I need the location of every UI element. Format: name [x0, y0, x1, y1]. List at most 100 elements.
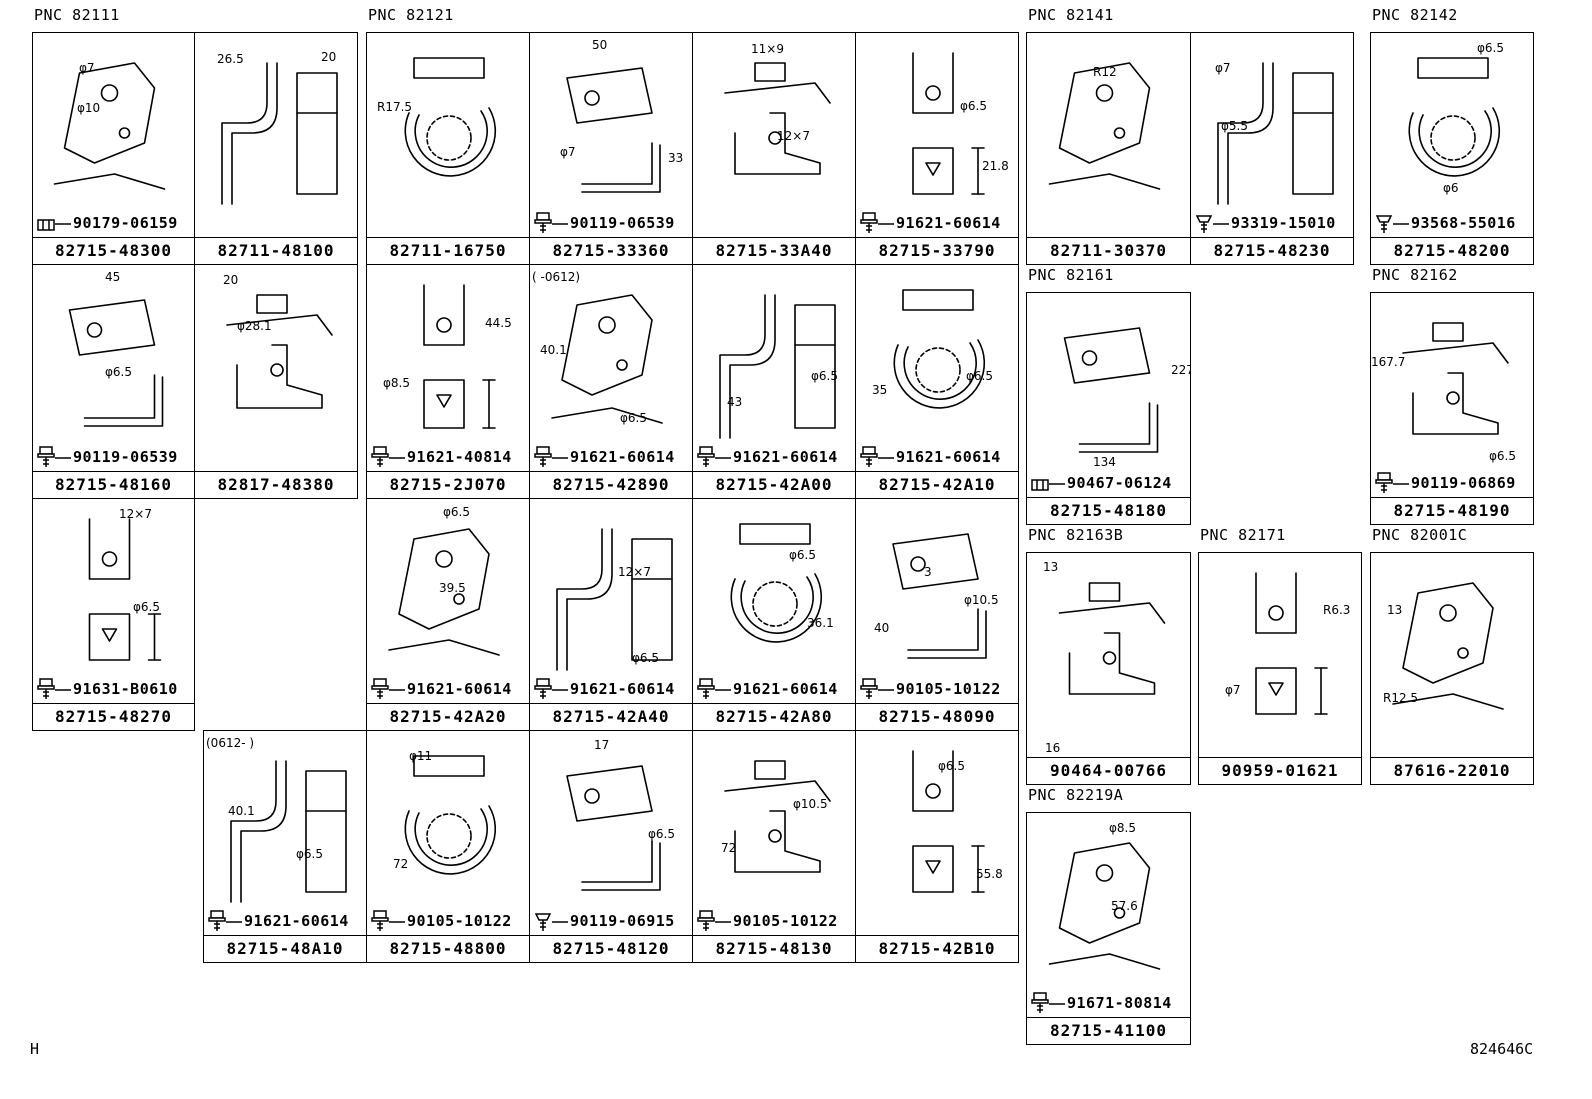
fastener-callout[interactable]: 90105-10122	[697, 910, 838, 932]
fastener-callout[interactable]: 90119-06915	[534, 910, 675, 932]
fastener-callout[interactable]: 91621-40814	[371, 446, 512, 468]
part-number[interactable]: 82715-42A20	[367, 703, 529, 730]
pnc-label-g82111: PNC 82111	[34, 6, 120, 24]
fastener-callout[interactable]: 91621-60614	[371, 678, 512, 700]
part-number[interactable]: 82715-48270	[33, 703, 194, 730]
part-number[interactable]: 82715-42890	[530, 471, 692, 498]
fastener-callout[interactable]: 91621-60614	[860, 446, 1001, 468]
fastener-callout[interactable]: 91621-60614	[860, 212, 1001, 234]
part-illustration	[724, 62, 831, 175]
part-number[interactable]: 82715-42A00	[693, 471, 855, 498]
part-cell-82711-16750[interactable]: R17.5 82711-16750	[366, 32, 530, 265]
fastener-callout[interactable]: 90105-10122	[860, 678, 1001, 700]
part-number[interactable]: 87616-22010	[1371, 757, 1533, 784]
fastener-callout[interactable]: 91621-60614	[697, 678, 838, 700]
dimension-label: φ28.1	[237, 319, 272, 333]
fastener-callout[interactable]: 91621-60614	[697, 446, 838, 468]
fastener-callout[interactable]: 90119-06539	[534, 212, 675, 234]
part-number[interactable]: 82715-48190	[1371, 497, 1533, 524]
part-cell-82711-30370[interactable]: R12 82711-30370	[1026, 32, 1191, 265]
dimension-label: R17.5	[377, 100, 413, 114]
pnc-label-g82142: PNC 82142	[1372, 6, 1458, 24]
part-number[interactable]: 90464-00766	[1027, 757, 1190, 784]
part-number[interactable]: 82711-48100	[195, 237, 357, 264]
fastener-callout[interactable]: 93568-55016	[1375, 212, 1516, 234]
part-number[interactable]: 82715-42A10	[856, 471, 1018, 498]
dimension-label: 36.1	[807, 616, 834, 630]
part-number[interactable]: 82715-48230	[1191, 237, 1353, 264]
part-number[interactable]: 82715-48180	[1027, 497, 1190, 524]
part-number[interactable]: 82715-41100	[1027, 1017, 1190, 1044]
fastener-callout[interactable]: 90467-06124	[1031, 472, 1172, 494]
part-number[interactable]: 82715-48A10	[204, 935, 366, 962]
fastener-callout[interactable]: 90119-06869	[1375, 472, 1516, 494]
fastener-callout[interactable]: 91631-B0610	[37, 678, 178, 700]
fastener-callout[interactable]: 90119-06539	[37, 446, 178, 468]
fastener-callout[interactable]: 91621-60614	[208, 910, 349, 932]
fastener-callout[interactable]: 91671-80814	[1031, 992, 1172, 1014]
dimension-label: 17	[594, 738, 610, 752]
part-number[interactable]: 82715-48300	[33, 237, 194, 264]
part-number[interactable]: 82715-33790	[856, 237, 1018, 264]
bolt-icon	[534, 678, 568, 699]
fastener-callout[interactable]: 90179-06159	[37, 212, 178, 234]
dimension-label: R12.5	[1383, 691, 1419, 705]
part-number[interactable]: 82715-48120	[530, 935, 692, 962]
dimension-label: 50	[592, 38, 608, 52]
fastener-callout[interactable]: 90105-10122	[371, 910, 512, 932]
dimension-label: R6.3	[1323, 603, 1351, 617]
part-number[interactable]: 82715-42A40	[530, 703, 692, 730]
part-number[interactable]: 82715-48800	[367, 935, 529, 962]
screw-icon	[534, 913, 568, 931]
part-number[interactable]: 82715-33360	[530, 237, 692, 264]
part-number[interactable]: 82715-33A40	[693, 237, 855, 264]
part-number[interactable]: 82817-48380	[195, 471, 357, 498]
fastener-part-number: 90179-06159	[73, 214, 178, 232]
part-number[interactable]: 82715-48160	[33, 471, 194, 498]
part-number[interactable]: 82711-16750	[367, 237, 529, 264]
fastener-callout[interactable]: 91621-60614	[534, 446, 675, 468]
dimension-label: R12	[1093, 65, 1117, 79]
part-number[interactable]: 82715-42A80	[693, 703, 855, 730]
fastener-callout[interactable]: 91621-60614	[534, 678, 675, 700]
part-number[interactable]: 82715-48200	[1371, 237, 1533, 264]
part-number[interactable]: 82715-2J070	[367, 471, 529, 498]
part-number[interactable]: 82715-42B10	[856, 935, 1018, 962]
fastener-callout[interactable]: 93319-15010	[1195, 212, 1336, 234]
part-number[interactable]: 82715-48090	[856, 703, 1018, 730]
part-number[interactable]: 90959-01621	[1199, 757, 1361, 784]
pnc-label-g82219A: PNC 82219A	[1028, 786, 1124, 804]
part-number[interactable]: 82711-30370	[1027, 237, 1190, 264]
part-number[interactable]: 82715-48130	[693, 935, 855, 962]
bolt-icon	[860, 212, 894, 233]
